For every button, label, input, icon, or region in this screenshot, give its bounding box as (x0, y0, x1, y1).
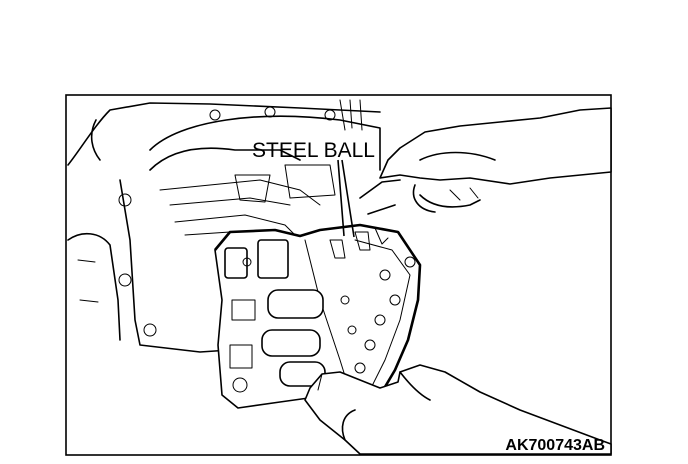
steel-ball-label: STEEL BALL (252, 139, 375, 162)
transmission-case-drawing (67, 99, 381, 353)
figure-code: AK700743AB (505, 437, 605, 454)
lower-hand-drawing (304, 364, 612, 455)
upper-hand-drawing (359, 107, 612, 215)
steel-ball-callout: STEEL BALL (252, 139, 375, 238)
leader-line-right (341, 159, 355, 238)
valve-body-drawing (214, 223, 422, 409)
leader-line-left (337, 159, 345, 237)
